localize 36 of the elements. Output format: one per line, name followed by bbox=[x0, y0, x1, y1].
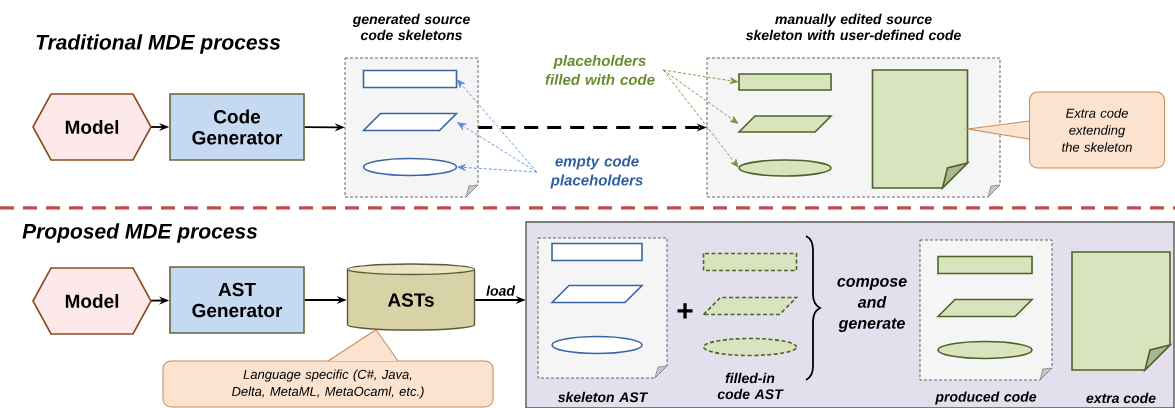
code-rectangle bbox=[738, 73, 832, 91]
arrow bbox=[662, 69, 739, 168]
callout-pointer bbox=[327, 329, 399, 362]
code-ellipse bbox=[937, 340, 1033, 360]
arrow bbox=[662, 69, 739, 85]
code-rectangle bbox=[937, 255, 1033, 275]
arrow bbox=[457, 79, 538, 173]
code-rectangle bbox=[702, 252, 798, 272]
callout-bubble: Extra code extending the skeleton bbox=[1029, 91, 1165, 169]
generator-box: AST Generator bbox=[169, 266, 305, 334]
caption-text: compose and generate bbox=[837, 278, 907, 332]
callout-pointer bbox=[967, 120, 1030, 140]
model-hexagon: Model bbox=[32, 93, 152, 161]
arrow bbox=[662, 69, 739, 124]
section-heading: Proposed MDE process bbox=[22, 223, 258, 243]
section-heading: Traditional MDE process bbox=[36, 34, 281, 54]
code-ellipse bbox=[551, 335, 643, 355]
caption-text: filled-in code AST bbox=[717, 372, 784, 400]
code-rectangle bbox=[362, 69, 458, 89]
plus-sign: + bbox=[677, 303, 693, 319]
node-label: generated source code skeletons bbox=[352, 13, 470, 41]
code-ellipse bbox=[702, 337, 798, 357]
code-rectangle bbox=[551, 242, 643, 262]
model-hexagon: Model bbox=[32, 267, 152, 335]
node-label: skeleton AST bbox=[557, 391, 649, 403]
node-label: produced code bbox=[935, 391, 1037, 405]
code-ellipse bbox=[362, 157, 458, 177]
annotation-text: placeholders filled with code bbox=[545, 55, 655, 85]
generator-box: Code Generator bbox=[169, 93, 305, 161]
node-label: manually edited source skeleton with user-defined code bbox=[745, 13, 961, 41]
arrow bbox=[457, 122, 538, 173]
code-ellipse bbox=[738, 159, 832, 177]
annotation-text: empty code placeholders bbox=[550, 155, 643, 189]
edge-label: load bbox=[486, 285, 516, 296]
database-cylinder: ASTs bbox=[346, 263, 476, 331]
arrow bbox=[457, 164, 538, 173]
